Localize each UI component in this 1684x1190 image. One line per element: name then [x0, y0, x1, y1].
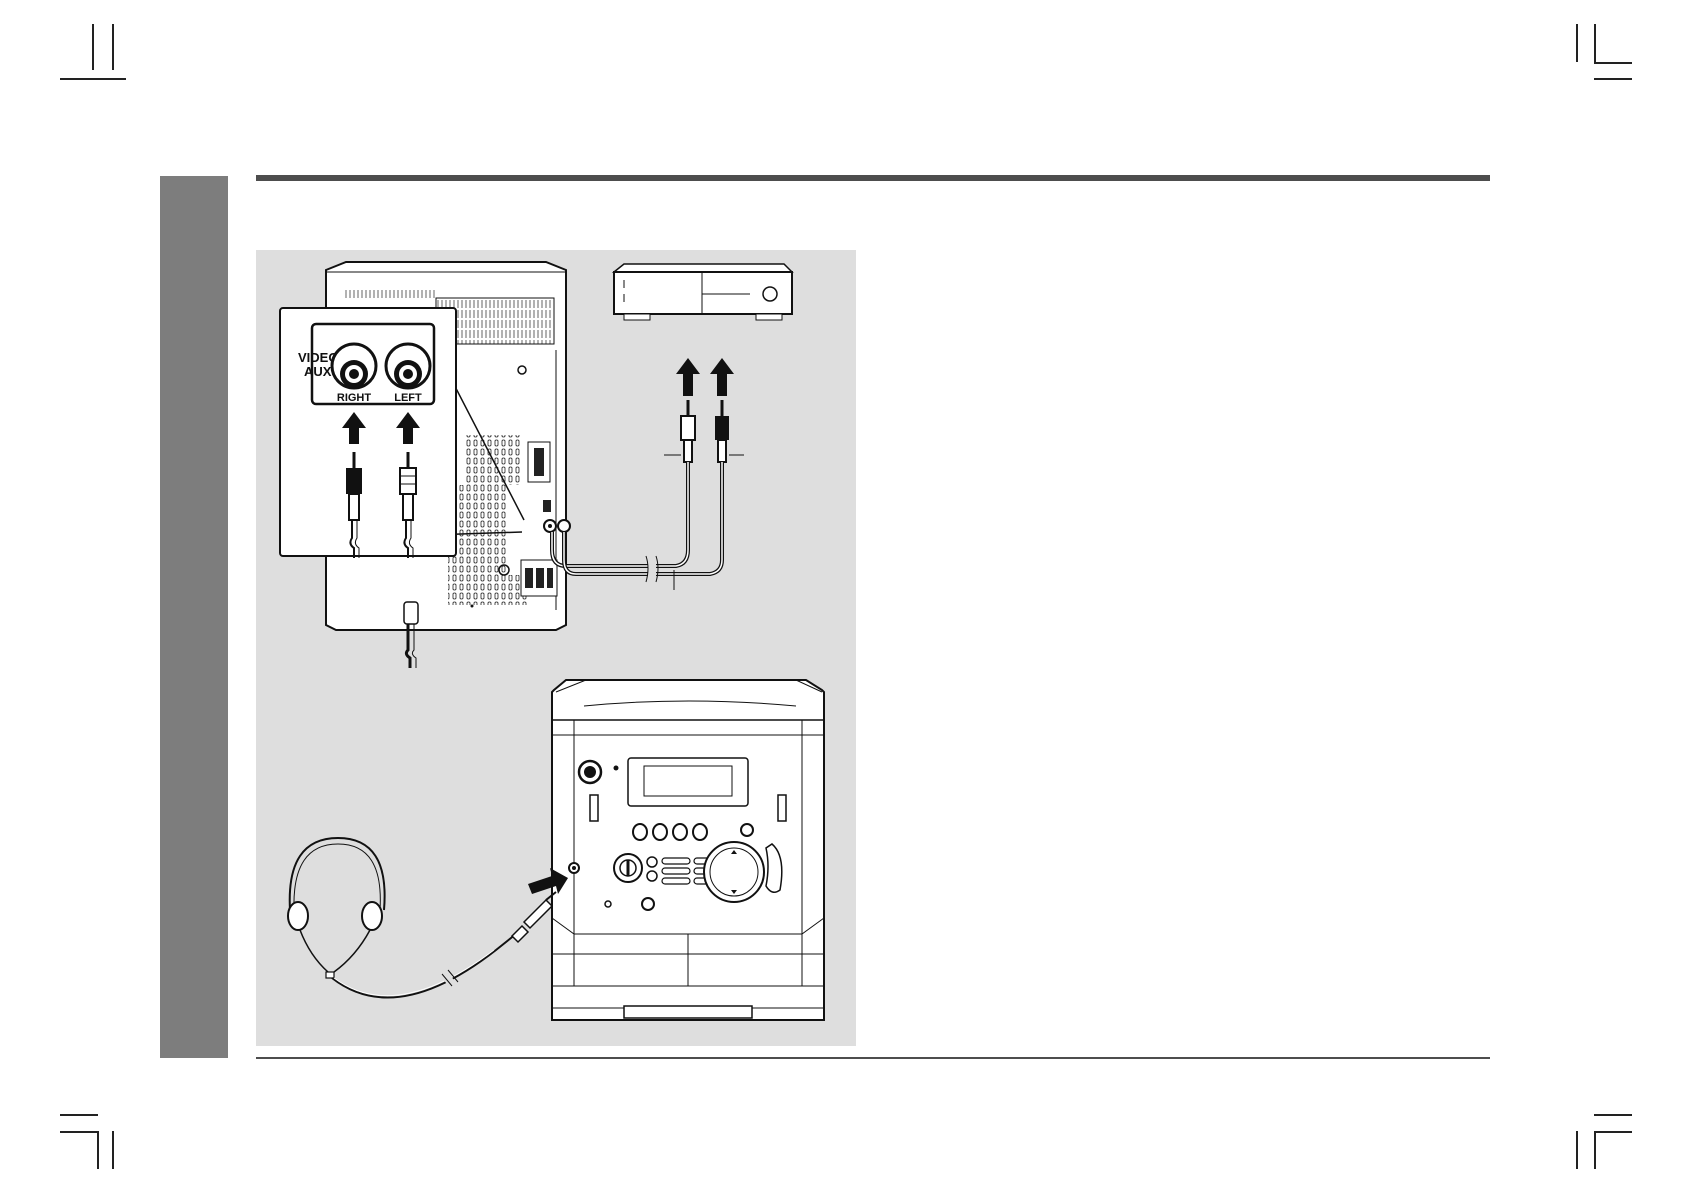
headphones-icon	[288, 838, 556, 998]
jack-panel-callout: VIDEO/ AUX RIGHT LEFT	[280, 308, 456, 558]
footer-rule	[256, 1057, 1490, 1059]
stereo-unit-icon	[552, 680, 824, 1020]
arrow-up-icon	[676, 358, 700, 396]
arrow-up-icon	[710, 358, 734, 396]
left-jack-label: LEFT	[394, 392, 422, 404]
rca-plug-icon	[664, 400, 695, 462]
header-rule	[256, 175, 1490, 181]
section-side-tab	[160, 176, 228, 1058]
left-jack	[386, 344, 430, 388]
jack-heading-line2: AUX	[304, 364, 332, 379]
vcr-icon	[614, 264, 792, 320]
right-jack-label: RIGHT	[337, 392, 372, 404]
connection-illustration: VIDEO/ AUX RIGHT LEFT	[256, 250, 856, 1046]
right-jack	[332, 344, 376, 388]
rca-plug-icon	[715, 400, 744, 462]
